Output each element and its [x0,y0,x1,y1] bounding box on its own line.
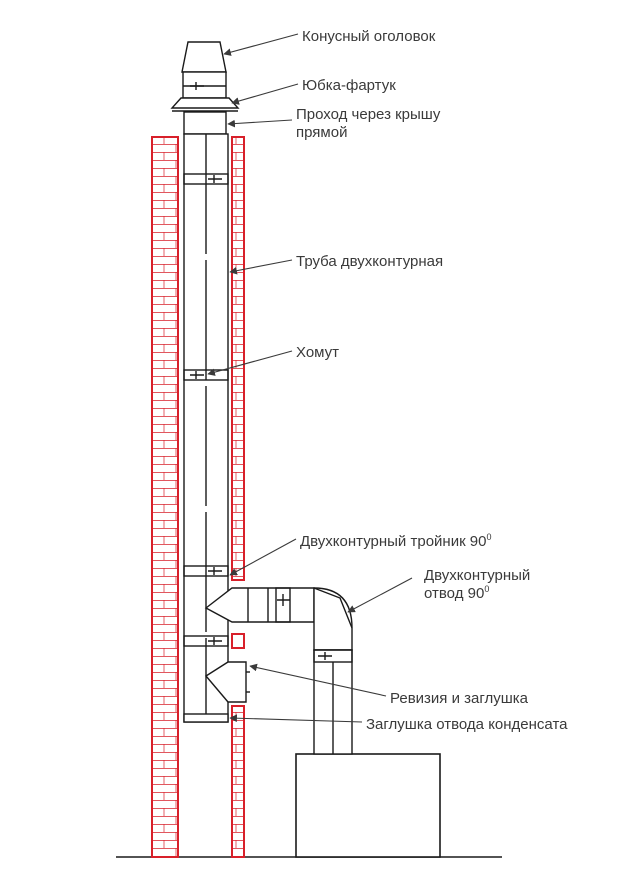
label-tee-text: Двухконтурный тройник 90 [300,533,487,550]
label-revision: Ревизия и заглушка [390,690,529,707]
chimney-pipe-assembly [170,41,353,755]
clamp-bolt [190,371,204,379]
brick-wall-right-small [231,633,245,649]
clamp-bolt [190,82,204,90]
cap-collar [182,71,227,99]
label-tee-sup: 0 [487,532,492,542]
label-elbow-text: отвод 90 [424,585,484,602]
clamp-bolt [208,637,222,645]
label-clamp: Хомут [296,344,339,361]
condensate-plug [183,713,229,723]
skirt-flashing [170,97,240,109]
boiler [295,753,441,858]
clamp-bolt [208,567,222,575]
leader-lines [207,33,413,723]
clamp-bolt [318,652,332,660]
label-pipe: Труба двухконтурная [296,253,443,270]
clamp [183,173,229,185]
label-cone-cap: Конусный оголовок [302,28,436,45]
tee-clamp [275,587,291,623]
label-elbow-sup: 0 [484,584,489,594]
label-roof-pass-2: прямой [296,124,347,141]
label-condensate: Заглушка отвода конденсата [366,716,568,733]
clamp [183,369,229,381]
label-elbow-1: Двухконтурный [424,567,530,584]
label-skirt: Юбка-фартук [302,77,396,94]
brick-wall-right-lower [231,705,245,858]
clamp-bolt [208,175,222,183]
brick-wall-right-upper [231,136,245,581]
elbow-segment [313,587,353,629]
clamp [183,565,229,577]
elbow-90 [313,587,353,651]
label-elbow-2: отвод 900 [424,584,489,602]
label-tee: Двухконтурный тройник 900 [300,532,492,550]
clamp-bolt [277,594,290,606]
label-roof-pass-1: Проход через крышу [296,106,441,123]
clamp [183,635,229,647]
cone-cap [181,41,227,73]
revision-hatch [204,661,247,703]
brick-wall-left [151,136,179,858]
roof-pass [183,111,227,135]
